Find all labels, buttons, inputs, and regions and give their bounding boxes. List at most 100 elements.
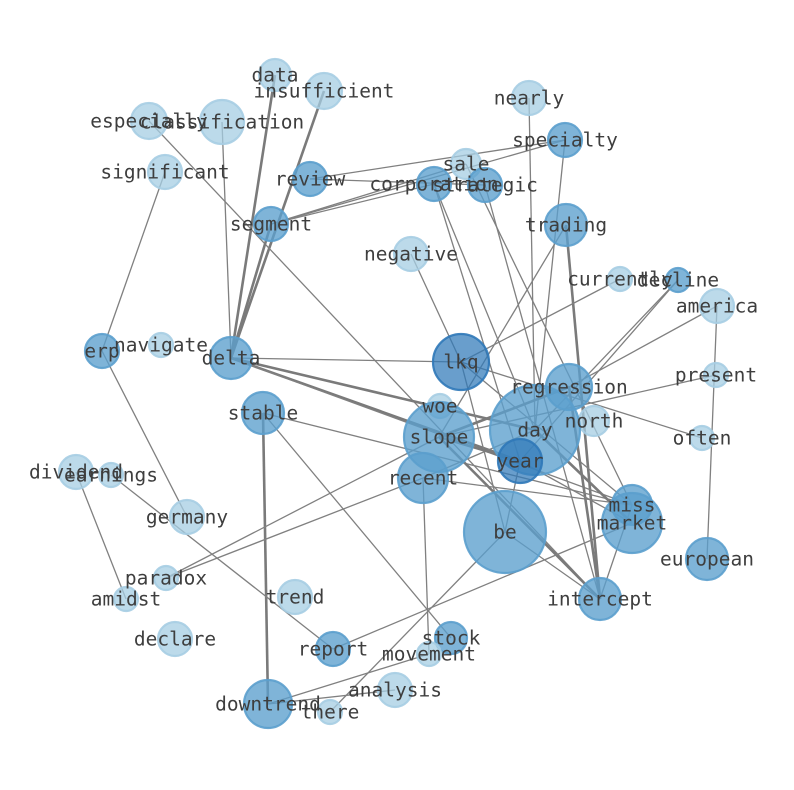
node-label-significant: significant	[100, 161, 229, 184]
node-often	[688, 424, 716, 452]
node-label-report: report	[298, 638, 368, 661]
node-intercept	[577, 576, 623, 622]
edge-earnings-report	[110, 474, 334, 650]
node-label-there: there	[301, 701, 360, 724]
node-label-trend: trend	[266, 586, 325, 609]
node-label-slope: slope	[410, 426, 469, 449]
node-be	[462, 489, 548, 575]
node-label-recent: recent	[388, 467, 458, 490]
node-movement	[415, 640, 443, 668]
node-label-analysis: analysis	[348, 679, 442, 702]
node-label-woe: woe	[422, 395, 457, 418]
edge-segment-corporation	[270, 183, 435, 225]
edge-nearly-day	[528, 97, 536, 431]
node-stock	[433, 620, 469, 656]
node-classification	[198, 98, 246, 146]
node-label-regression: regression	[510, 376, 627, 399]
edge-stable-stock	[262, 412, 452, 639]
node-label-erp: erp	[84, 340, 119, 363]
node-erp	[83, 332, 121, 370]
node-label-germany: germany	[146, 506, 228, 529]
node-specialty	[546, 121, 584, 159]
node-especially	[129, 101, 169, 141]
node-label-amidst: amidst	[91, 588, 161, 611]
node-label-review: review	[275, 168, 346, 191]
node-navigate	[147, 331, 175, 359]
node-trend	[276, 578, 314, 616]
node-label-year: year	[497, 450, 544, 473]
node-label-segment: segment	[230, 213, 312, 236]
node-germany	[168, 498, 206, 536]
edge-significant-erp	[101, 171, 166, 352]
node-label-strategic: strategic	[432, 174, 538, 197]
node-label-america: america	[676, 295, 758, 318]
node-label-european: european	[660, 548, 754, 571]
node-data	[257, 57, 293, 93]
node-earnings	[97, 461, 125, 489]
edge-recent-movement	[422, 477, 430, 655]
node-delta	[208, 335, 254, 381]
edge-downtrend-movement	[267, 653, 430, 705]
node-trading	[543, 202, 589, 248]
edge-stable-downtrend	[261, 412, 270, 705]
node-label-market: market	[597, 512, 667, 535]
node-recent	[396, 451, 450, 505]
node-segment	[252, 205, 290, 243]
node-layer	[57, 57, 736, 730]
node-label-north: north	[565, 410, 624, 433]
node-label-decline: decline	[637, 269, 719, 292]
node-label-data: data	[252, 64, 299, 87]
node-currently	[606, 265, 634, 293]
node-label-lkq: lkq	[443, 351, 478, 374]
node-label-sale: sale	[443, 153, 490, 176]
node-label-especially: especially	[90, 110, 207, 133]
node-label-trading: trading	[525, 214, 607, 237]
edge-data-delta	[229, 74, 277, 359]
node-label-paradox: paradox	[125, 567, 207, 590]
edge-sale-miss	[465, 163, 633, 506]
node-label-earnings: earnings	[64, 464, 158, 487]
edge-delta-lkq	[230, 357, 462, 363]
node-label-negative: negative	[364, 243, 458, 266]
node-label-declare: declare	[134, 628, 216, 651]
node-paradox	[152, 564, 180, 592]
node-label-currently: currently	[567, 268, 673, 291]
node-label-intercept: intercept	[547, 588, 653, 611]
edge-classification-delta	[221, 121, 232, 359]
node-label-movement: movement	[382, 643, 476, 666]
node-insufficient	[304, 71, 344, 111]
node-label-nearly: nearly	[494, 87, 564, 110]
node-label-specialty: specialty	[512, 129, 618, 152]
node-nearly	[510, 79, 548, 117]
node-corporation	[415, 165, 453, 203]
node-label-corporation: corporation	[369, 173, 498, 196]
edge-currently-lkq	[460, 278, 621, 363]
node-label-classification: classification	[140, 111, 304, 134]
edge-erp-germany	[101, 350, 188, 518]
edge-recent-paradox	[165, 477, 424, 579]
edge-recent-miss	[422, 477, 633, 506]
node-european	[684, 536, 730, 582]
node-downtrend	[242, 678, 294, 730]
node-stable	[240, 390, 286, 436]
node-label-often: often	[673, 427, 732, 450]
node-america	[698, 287, 736, 325]
node-strategic	[466, 166, 504, 204]
node-declare	[156, 620, 194, 658]
node-label-dividend: dividend	[29, 461, 123, 484]
node-label-navigate: navigate	[114, 334, 208, 357]
node-label-downtrend: downtrend	[215, 693, 321, 716]
node-label-miss: miss	[609, 494, 656, 517]
edge-review-specialty	[309, 139, 566, 180]
node-review	[291, 160, 329, 198]
node-negative	[392, 235, 430, 273]
edge-market-report	[332, 522, 633, 650]
node-label-day: day	[517, 419, 552, 442]
node-year	[496, 437, 544, 485]
node-decline	[664, 266, 692, 294]
node-label-be: be	[493, 521, 516, 544]
node-report	[314, 630, 352, 668]
node-dividend	[57, 453, 95, 491]
node-significant	[146, 153, 184, 191]
